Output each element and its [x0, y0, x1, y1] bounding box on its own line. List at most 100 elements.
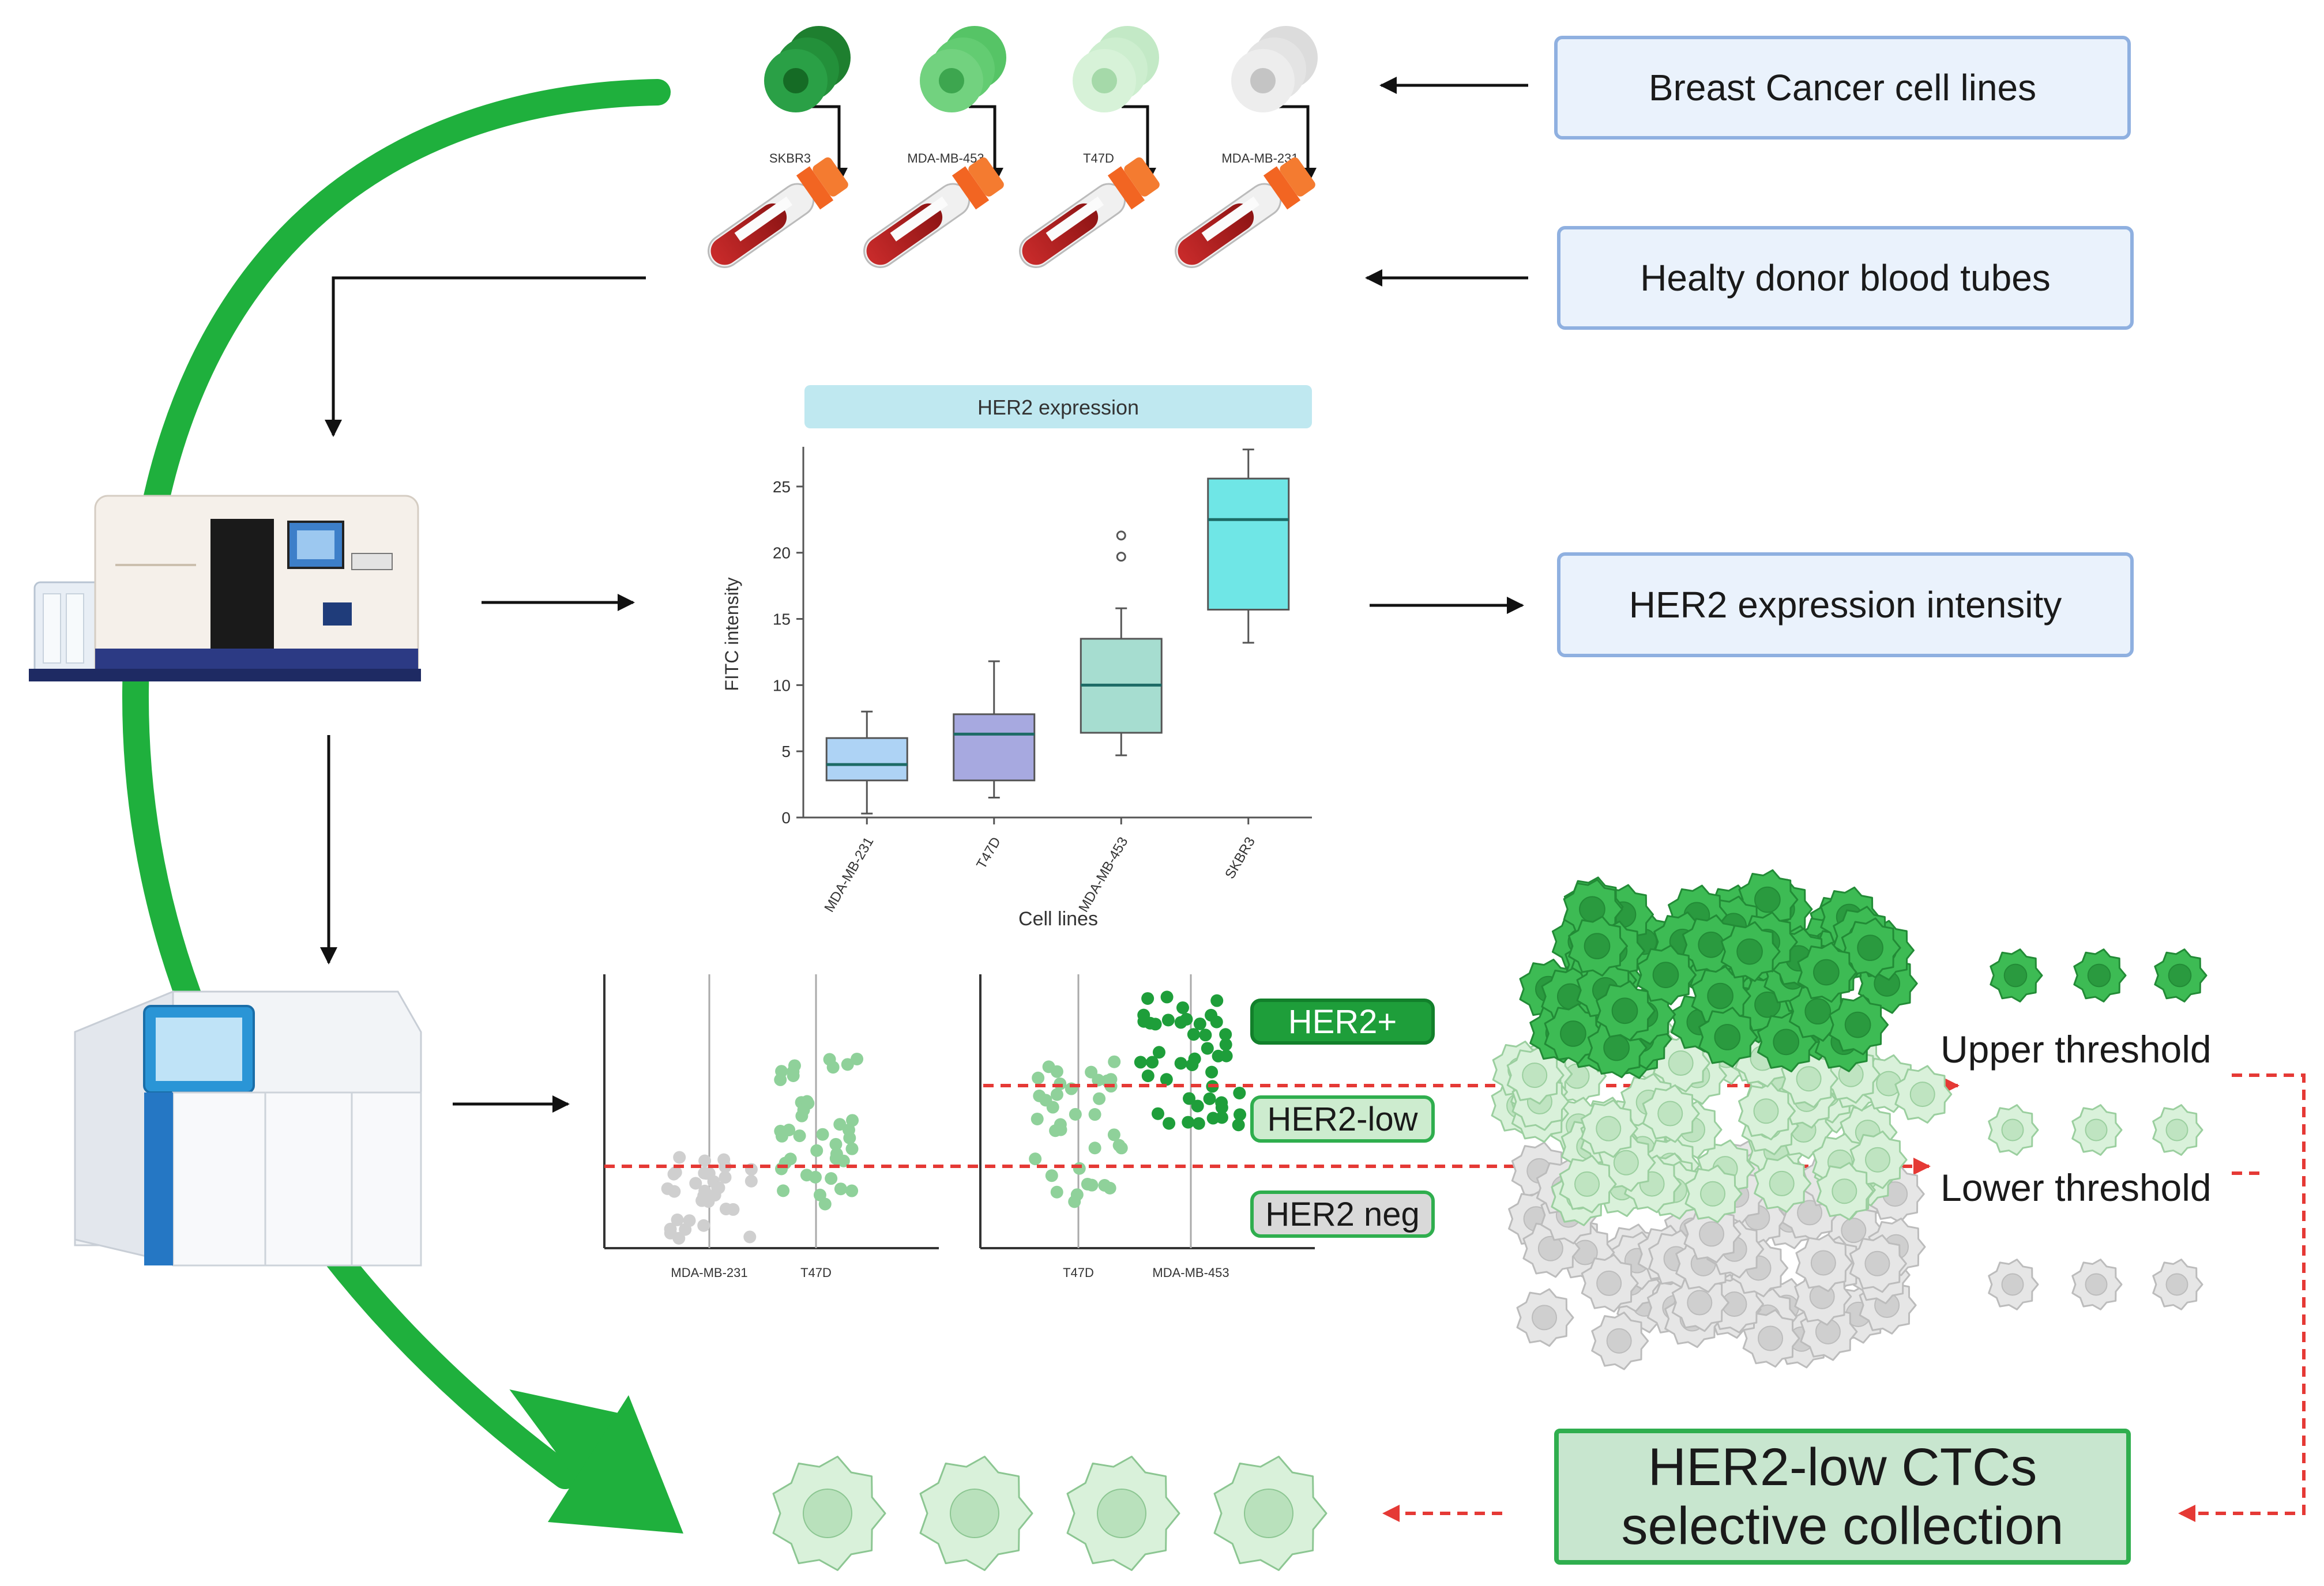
- scatter-point: [698, 1154, 712, 1167]
- scatter-label: MDA-MB-231: [671, 1265, 747, 1280]
- scatter-point: [673, 1151, 686, 1164]
- scatter-point: [797, 1103, 810, 1117]
- cell-line-mdamb231-icon: [1231, 26, 1318, 112]
- scatter-point: [1191, 1099, 1204, 1113]
- collected-her2-low-cell: [772, 1456, 886, 1571]
- scatter-point: [825, 1172, 838, 1185]
- blood-tube-icon: [1175, 157, 1315, 268]
- sorted-her2-positive-cell: [1990, 948, 2043, 1003]
- scatter-point: [1232, 1118, 1245, 1132]
- scatter-point: [1210, 1015, 1223, 1029]
- scatter-point: [697, 1219, 710, 1232]
- scatter-point: [664, 1226, 677, 1240]
- scatter-point: [1137, 1015, 1150, 1028]
- scatter-point: [1149, 1018, 1162, 1031]
- y-tick-label: 10: [773, 676, 791, 694]
- scatter-point: [1098, 1179, 1111, 1192]
- scatter-point: [712, 1181, 725, 1195]
- scatter-point: [1088, 1108, 1101, 1121]
- workflow-green-arrow: [122, 79, 683, 1534]
- blood-tube-icon: [708, 157, 848, 268]
- x-tick-label: T47D: [973, 835, 1004, 872]
- her2-positive-cell: [1698, 1007, 1758, 1068]
- cell-line-label: MDA-MB-453: [907, 151, 984, 165]
- scatter-point: [834, 1182, 847, 1196]
- scatter-point: [845, 1142, 859, 1155]
- scatter-point: [698, 1184, 712, 1197]
- sorted-her2-neg-cell: [2071, 1259, 2123, 1310]
- y-tick-label: 25: [773, 478, 791, 496]
- scatter-point: [1210, 994, 1224, 1007]
- blood-tubes: [708, 157, 1315, 268]
- scatter-point: [1233, 1086, 1246, 1099]
- scatter-point: [808, 1170, 822, 1184]
- cell-line-t47d-icon: [1073, 26, 1159, 112]
- chart-title: HER2 expression: [977, 395, 1139, 419]
- scatter-label: MDA-MB-453: [1152, 1265, 1229, 1280]
- her2-positive-cell: [1829, 994, 1889, 1056]
- cell-line-skbr3-icon: [764, 26, 851, 112]
- scatter-point: [851, 1052, 864, 1065]
- scatter-point: [719, 1203, 732, 1216]
- scatter-point: [1201, 1042, 1214, 1055]
- scatter-point: [1093, 1092, 1106, 1105]
- scatter-point: [1085, 1178, 1099, 1192]
- cell-sorter-icon: [74, 990, 422, 1267]
- her2-neg-cell: [1795, 1233, 1853, 1293]
- scatter-label: T47D: [1063, 1265, 1094, 1280]
- sorted-her2-neg-cell: [1988, 1259, 2039, 1310]
- scatter-point: [1039, 1094, 1052, 1107]
- scatter-point: [775, 1065, 788, 1078]
- scatter-point: [1108, 1055, 1121, 1068]
- scatter-point: [823, 1053, 836, 1066]
- her2-neg-label: HER2 neg: [1265, 1195, 1420, 1233]
- scatter-point: [829, 1137, 843, 1151]
- sorted-cells: [1988, 948, 2208, 1310]
- scatter-point: [813, 1188, 826, 1201]
- cell-cluster: [1491, 869, 1953, 1370]
- breast-cancer-label: Breast Cancer cell lines: [1648, 67, 2037, 108]
- y-tick-label: 20: [773, 544, 791, 562]
- scatter-point: [1141, 1069, 1155, 1083]
- her2-low-cell: [1559, 1155, 1617, 1214]
- scatter-point: [1134, 1056, 1147, 1069]
- scatter-point: [833, 1118, 847, 1131]
- scatter-point: [1141, 992, 1155, 1005]
- her2-low-tag: HER2-low: [1250, 1095, 1435, 1143]
- her2-neg-cell: [1591, 1312, 1649, 1370]
- donor-blood-box: Healty donor blood tubes: [1557, 226, 2134, 330]
- blood-tube-icon: [1019, 157, 1160, 268]
- y-tick-label: 15: [773, 611, 791, 628]
- scatter-point: [1186, 1058, 1199, 1071]
- sorted-her2-low-cell: [1988, 1104, 2039, 1156]
- scatter-point: [679, 1223, 692, 1236]
- scatter-point: [1187, 1028, 1200, 1041]
- box-mda-mb-453: MDA-MB-453: [1075, 530, 1163, 915]
- scatter-point: [1205, 1065, 1219, 1079]
- her2-neg-tag: HER2 neg: [1250, 1191, 1435, 1238]
- scatter-point: [1151, 1107, 1164, 1120]
- scatter-point: [845, 1184, 859, 1197]
- y-tick-label: 5: [781, 743, 791, 760]
- scatter-point: [700, 1167, 713, 1180]
- scatter-point: [1219, 1038, 1232, 1051]
- cell-line-label: T47D: [1083, 151, 1114, 165]
- sorted-her2-positive-cell: [2073, 948, 2127, 1003]
- scatter-point: [810, 1144, 823, 1157]
- scatter-point: [1161, 1014, 1175, 1027]
- her2-positive-cell: [1596, 980, 1656, 1041]
- scatter-point: [1203, 1092, 1216, 1105]
- scatter-point: [1107, 1128, 1120, 1142]
- outlier-point: [1116, 530, 1126, 541]
- scatter-point: [671, 1213, 684, 1226]
- x-tick-label: MDA-MB-231: [821, 835, 877, 915]
- collected-cells: [772, 1456, 1328, 1571]
- scatter-point: [1050, 1088, 1063, 1101]
- y-tick-label: 0: [781, 809, 791, 827]
- her2-neg-cell: [1581, 1254, 1639, 1313]
- threshold-lines: [604, 1073, 2306, 1522]
- her2-boxplot: HER2 expression FITC intensity Cell line…: [721, 385, 1312, 930]
- breast-cancer-box: Breast Cancer cell lines: [1554, 36, 2131, 140]
- scatter-point: [783, 1123, 796, 1136]
